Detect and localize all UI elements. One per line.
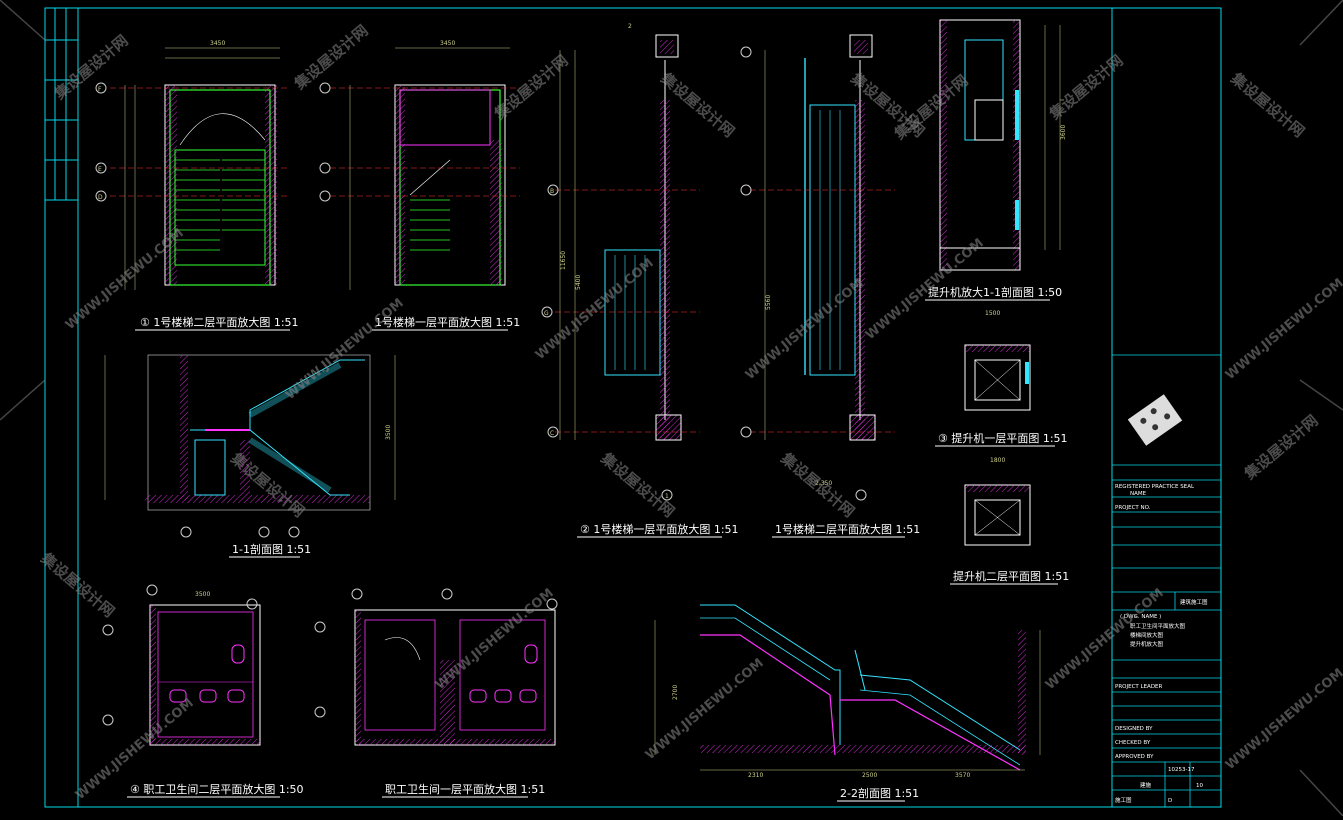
- svg-text:集设屋设计网: 集设屋设计网: [290, 21, 371, 93]
- tb-project-no: PROJECT NO.: [1115, 505, 1151, 511]
- title-toilet-1f: 职工卫生间一层平面放大图 1:51: [385, 782, 545, 796]
- title-section-1-1: 1-1剖面图 1:51: [232, 542, 311, 556]
- stair-section-1-1: 3500 1-1剖面图 1:51: [104, 354, 396, 558]
- svg-text:3450: 3450: [440, 40, 455, 47]
- svg-text:1: 1: [665, 493, 669, 500]
- svg-text:2700: 2700: [672, 685, 679, 700]
- svg-text:WWW.JISHEWU.COM: WWW.JISHEWU.COM: [1043, 586, 1167, 693]
- svg-text:3500: 3500: [385, 425, 392, 440]
- tb-name: NAME: [1130, 491, 1147, 497]
- svg-text:WWW.JISHEWU.COM: WWW.JISHEWU.COM: [1223, 276, 1343, 383]
- svg-text:3600: 3600: [1060, 125, 1067, 140]
- title-block-text: REGISTERED PRACTICE SEAL NAME PROJECT NO…: [1115, 484, 1208, 804]
- stair-plan-2f: F E D 3450 ① 1号楼梯二层平面放大图 1:51: [95, 40, 299, 331]
- svg-text:1800: 1800: [990, 457, 1005, 464]
- svg-text:C: C: [550, 430, 554, 437]
- lift-section: 3600 提升机放大1-1剖面图 1:50: [925, 19, 1067, 301]
- svg-text:集设屋设计网: 集设屋设计网: [1227, 69, 1308, 141]
- tb-approved-by: APPROVED BY: [1115, 754, 1154, 760]
- svg-text:G: G: [544, 310, 549, 317]
- svg-text:集设屋设计网: 集设屋设计网: [490, 51, 571, 123]
- svg-text:2: 2: [628, 23, 632, 30]
- svg-text:D: D: [98, 194, 103, 201]
- svg-text:集设屋设计网: 集设屋设计网: [777, 449, 858, 521]
- tb-stage-a: 建筑施工图: [1180, 598, 1208, 606]
- stair-plan-1f: 3450 1号楼梯一层平面放大图 1:51: [319, 40, 520, 331]
- tb-stage: 施工图: [1115, 796, 1132, 804]
- tb-dwg-cn1: 职工卫生间平面放大图: [1130, 622, 1186, 630]
- company-seal-image: [1127, 394, 1183, 446]
- tb-designed-by: DESIGNED BY: [1115, 726, 1153, 732]
- tb-registered: REGISTERED PRACTICE SEAL: [1115, 484, 1195, 490]
- svg-text:5400: 5400: [575, 275, 582, 290]
- tb-project-leader: PROJECT LEADER: [1115, 684, 1163, 690]
- svg-text:集设屋设计网: 集设屋设计网: [37, 549, 118, 621]
- svg-text:B: B: [550, 188, 554, 195]
- svg-text:2,350: 2,350: [815, 480, 832, 487]
- svg-text:E: E: [98, 166, 102, 173]
- title-toilet-2f: ④ 职工卫生间二层平面放大图 1:50: [130, 782, 304, 796]
- svg-text:集设屋设计网: 集设屋设计网: [1240, 411, 1321, 483]
- svg-text:WWW.JISHEWU.COM: WWW.JISHEWU.COM: [283, 296, 407, 403]
- svg-text:集设屋设计网: 集设屋设计网: [50, 31, 131, 103]
- svg-text:3500: 3500: [195, 591, 210, 598]
- svg-text:WWW.JISHEWU.COM: WWW.JISHEWU.COM: [1223, 666, 1343, 773]
- svg-text:2500: 2500: [862, 772, 877, 779]
- tb-rev: D: [1168, 798, 1172, 804]
- svg-text:3450: 3450: [210, 40, 225, 47]
- svg-text:11650: 11650: [560, 251, 567, 270]
- tb-dwg-cn2: 楼梯间放大图: [1130, 631, 1164, 639]
- sheet-frame: [44, 7, 1222, 808]
- stair-section-1f: B G C 1 11650 5400 2 ② 1号楼梯一层平面放大图 1:51: [541, 23, 739, 538]
- title-section-2-2: 2-2剖面图 1:51: [840, 786, 919, 800]
- svg-text:集设屋设计网: 集设屋设计网: [1045, 51, 1126, 123]
- svg-text:5560: 5560: [765, 295, 772, 310]
- tb-project-no-val: 10253-17: [1168, 767, 1195, 773]
- svg-text:F: F: [98, 86, 102, 93]
- svg-text:WWW.JISHEWU.COM: WWW.JISHEWU.COM: [433, 586, 557, 693]
- tb-checked-by: CHECKED BY: [1115, 740, 1151, 746]
- title-block: [1112, 354, 1221, 807]
- tb-arch: 建施: [1140, 781, 1152, 789]
- title-lift-1f: ③ 提升机一层平面图 1:51: [938, 431, 1068, 445]
- tb-dwg-cn3: 提升机放大图: [1130, 640, 1164, 648]
- lift-plan-1f: 1500 ③ 提升机一层平面图 1:51: [935, 310, 1068, 447]
- title-stair-2f: ① 1号楼梯二层平面放大图 1:51: [140, 315, 299, 329]
- svg-text:3570: 3570: [955, 772, 970, 779]
- svg-text:1500: 1500: [985, 310, 1000, 317]
- stair-section-2f: 5560 2,350 1号楼梯二层平面放大图 1:51: [740, 34, 920, 538]
- svg-text:集设屋设计网: 集设屋设计网: [597, 449, 678, 521]
- title-stair-section-1f: ② 1号楼梯一层平面放大图 1:51: [580, 522, 739, 536]
- tb-sheet: 10: [1196, 783, 1203, 789]
- stair-section-2-2: 2310 2500 3570 2700 2-2剖面图 1:51: [654, 604, 1041, 802]
- toilet-plan-2f: 3500 ④ 职工卫生间二层平面放大图 1:50: [102, 584, 304, 798]
- svg-text:2310: 2310: [748, 772, 763, 779]
- title-lift-section: 提升机放大1-1剖面图 1:50: [928, 285, 1062, 299]
- title-stair-1f: 1号楼梯一层平面放大图 1:51: [375, 315, 520, 329]
- toilet-plan-1f: 职工卫生间一层平面放大图 1:51: [314, 588, 558, 798]
- title-stair-section-2f: 1号楼梯二层平面放大图 1:51: [775, 522, 920, 536]
- lift-plan-2f: 1800 提升机二层平面图 1:51: [950, 457, 1069, 585]
- tb-dwg-name: ( DWG. NAME ): [1120, 614, 1161, 620]
- title-lift-2f: 提升机二层平面图 1:51: [953, 569, 1069, 583]
